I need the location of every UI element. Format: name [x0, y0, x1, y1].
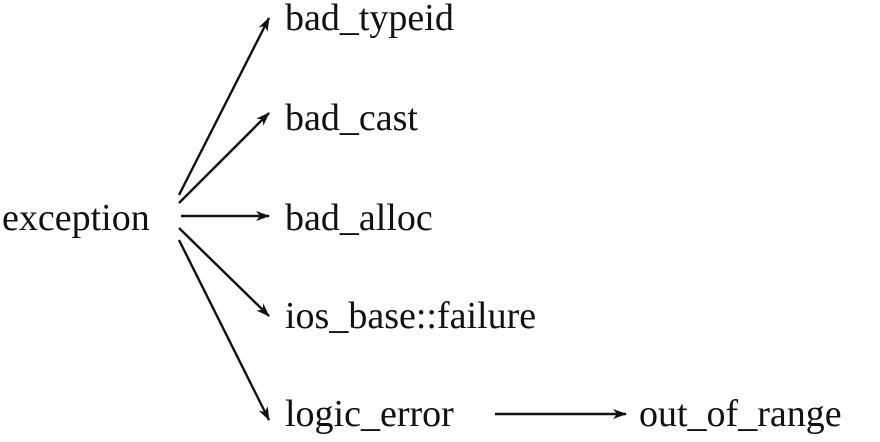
node-out-of-range: out_of_range [639, 393, 842, 435]
node-exception: exception [2, 197, 150, 239]
edge-exception-to-bad-cast [178, 112, 270, 204]
node-logic-error: logic_error [285, 393, 454, 435]
node-bad-alloc: bad_alloc [285, 197, 433, 239]
edge-exception-to-logic-error [177, 239, 271, 421]
edge-exception-to-bad-typeid [177, 17, 271, 196]
edge-exception-to-ios-base-failure [178, 227, 270, 317]
node-bad-typeid: bad_typeid [285, 0, 454, 39]
node-bad-cast: bad_cast [285, 97, 418, 139]
node-ios-base-failure: ios_base::failure [285, 295, 536, 337]
